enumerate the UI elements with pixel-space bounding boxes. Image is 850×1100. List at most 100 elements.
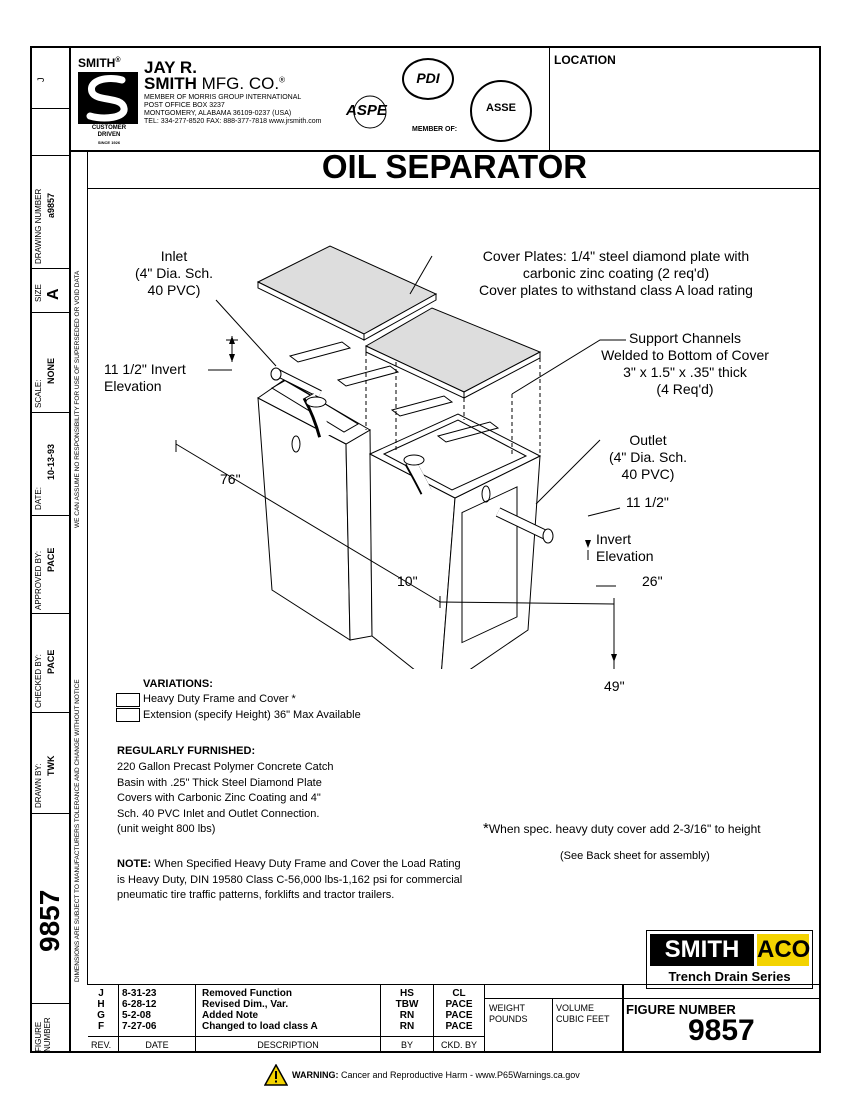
variation-item: Extension (specify Height) 36" Max Avail… <box>143 709 361 721</box>
head-checked-by: CKD. BY <box>440 1040 477 1050</box>
sidebar-rev-letter: J <box>36 77 46 83</box>
sidebar-rule <box>30 312 70 313</box>
by-col-line <box>433 984 434 1053</box>
date-label: DATE: <box>34 487 43 510</box>
outlet-elbow <box>403 454 425 466</box>
title-divider <box>88 188 821 189</box>
approved-label: APPROVED BY: <box>34 550 43 610</box>
notice-divider <box>87 150 88 985</box>
note-block: NOTE: When Specified Heavy Duty Frame an… <box>117 858 463 901</box>
heavy-duty-note: *When spec. heavy duty cover add 2-3/16"… <box>483 820 761 837</box>
support-channel <box>288 341 352 363</box>
jay-r: JAY R. <box>144 58 197 77</box>
page-frame <box>30 46 821 1053</box>
outlet-callout: Outlet(4" Dia. Sch.40 PVC) <box>608 432 688 482</box>
variation-checkbox <box>116 708 140 722</box>
right-basin-opening <box>382 419 528 491</box>
dim-49: 49" <box>604 678 625 694</box>
sidebar-rule <box>30 1003 70 1004</box>
size-value: A <box>45 288 62 300</box>
s-logo-icon <box>86 75 128 122</box>
sidebar-rule <box>30 108 70 109</box>
sidebar-rule <box>30 268 70 269</box>
sidebar-rule <box>30 155 70 156</box>
sidebar-divider <box>69 46 71 1053</box>
checked-value: PACE <box>46 649 56 674</box>
drawing-number-label: DRAWING NUMBER <box>34 188 43 264</box>
smith-small-logo: SMITH® <box>78 56 121 70</box>
outlet-pipe-end <box>542 528 554 544</box>
dim-76: 76" <box>220 471 241 487</box>
pdi-logo: PDI <box>402 58 454 100</box>
location-label: LOCATION <box>554 53 616 67</box>
asse-logo: ASSE <box>470 80 532 142</box>
basin-window <box>461 486 518 644</box>
support-channel <box>390 395 454 417</box>
weight-col-line <box>552 998 553 1053</box>
inlet-pipe-end <box>270 367 282 381</box>
dim-10: 10" <box>397 573 418 589</box>
date-value: 10-13-93 <box>46 443 56 480</box>
sidebar-rule <box>30 813 70 814</box>
checked-label: CHECKED BY: <box>34 654 43 708</box>
furnished-heading: REGULARLY FURNISHED: <box>117 745 256 757</box>
support-channel <box>336 365 400 387</box>
see-back-sheet: (See Back sheet for assembly) <box>560 850 710 862</box>
desc-col-line <box>380 984 381 1053</box>
titleblock-top <box>88 984 821 985</box>
titleblock-header-rule <box>88 1036 484 1037</box>
header-divider <box>70 150 821 152</box>
drawn-label: DRAWN BY: <box>34 763 43 808</box>
variation-checkbox <box>116 693 140 707</box>
sidebar-rule <box>30 712 70 713</box>
ckd-col-line <box>484 984 485 1053</box>
weight-rule <box>484 998 821 999</box>
head-description: DESCRIPTION <box>257 1040 319 1050</box>
dim-26: 26" <box>642 573 663 589</box>
variation-item: Heavy Duty Frame and Cover * <box>143 693 296 705</box>
variations-heading: VARIATIONS: <box>143 678 213 690</box>
support-channel <box>436 421 500 443</box>
head-date: DATE <box>145 1040 169 1050</box>
warning-icon <box>263 1063 289 1091</box>
sidebar-rule <box>30 412 70 413</box>
sidebar-rule <box>30 613 70 614</box>
location-divider <box>549 46 550 151</box>
aspe-logo: ASPE <box>344 92 396 132</box>
smith-aco-logo: SMITH ACO Trench Drain Series <box>646 930 813 989</box>
drawn-value: TWK <box>46 755 56 777</box>
figure-number: 9857 <box>688 1014 755 1047</box>
figure-number-label-block: FIGURE NUMBER <box>626 1002 736 1017</box>
left-basin-side-face <box>345 429 373 641</box>
scale-label: SCALE: <box>34 379 43 408</box>
date-col-line <box>195 984 196 1053</box>
sidebar-rule <box>30 515 70 516</box>
size-label: SIZE <box>34 284 43 302</box>
right-basin-hole <box>481 485 491 503</box>
cover-plates-callout: Cover Plates: 1/4" steel diamond plate w… <box>479 248 753 298</box>
rev-col-line <box>118 984 119 1053</box>
warning-text: WARNING: Cancer and Reproductive Harm - … <box>292 1070 580 1080</box>
inlet-elbow <box>305 396 327 408</box>
head-by: BY <box>400 1040 413 1050</box>
volume-col-line <box>622 984 624 1053</box>
inlet-callout: Inlet(4" Dia. Sch.40 PVC) <box>134 248 214 298</box>
head-rev: REV. <box>91 1040 112 1050</box>
drawing-number: a9857 <box>46 192 56 218</box>
page-title: OIL SEPARATOR <box>321 148 588 185</box>
left-basin-hole <box>291 435 301 453</box>
smith-s-logo <box>78 72 138 124</box>
sidebar-figure-number: 9857 <box>34 889 65 952</box>
furnished-text: 220 Gallon Precast Polymer Concrete Catc… <box>117 761 334 835</box>
invert-dimension-right: 11 1/2" <box>626 494 669 510</box>
